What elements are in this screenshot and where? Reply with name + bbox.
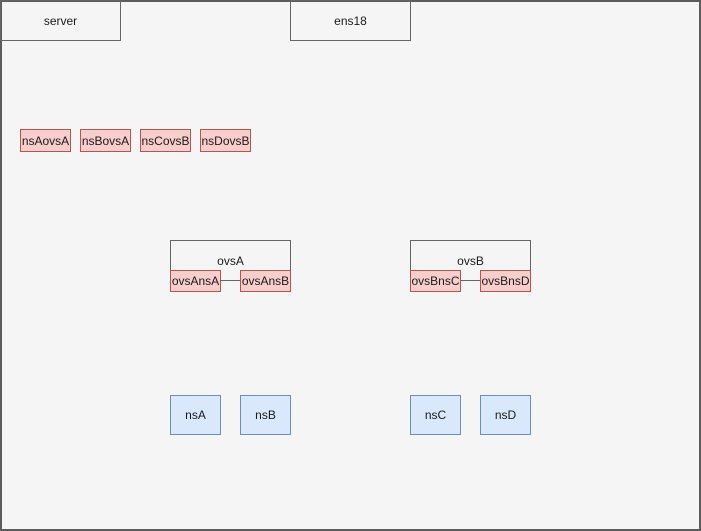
bridge-ovsB-label: ovsB bbox=[457, 253, 484, 268]
veth-endpoint-label: nsAovsA bbox=[21, 133, 70, 148]
server-node: server bbox=[0, 0, 121, 41]
bridge-port-label: ovsBnsC bbox=[411, 274, 460, 288]
veth-endpoint-nsAovsA: nsAovsA bbox=[20, 129, 71, 152]
namespace-nsD-node: nsD bbox=[480, 395, 531, 435]
bridge-ovsA-node: ovsA bbox=[170, 240, 291, 281]
veth-endpoint-nsCovsB: nsCovsB bbox=[140, 129, 191, 152]
bridge-port-ovsBnsD: ovsBnsD bbox=[480, 270, 531, 292]
namespace-label: nsB bbox=[255, 408, 276, 422]
bridge-port-ovsAnsB: ovsAnsB bbox=[240, 270, 291, 292]
bridge-port-ovsBnsC: ovsBnsC bbox=[410, 270, 461, 292]
veth-endpoint-nsDovsB: nsDovsB bbox=[200, 129, 251, 152]
namespace-label: nsC bbox=[424, 408, 447, 422]
ens18-nic-node: ens18 bbox=[290, 0, 411, 41]
bridge-port-label: ovsAnsB bbox=[241, 274, 290, 288]
veth-endpoint-nsBovsA: nsBovsA bbox=[80, 129, 131, 152]
namespace-label: nsA bbox=[185, 408, 206, 422]
bridge-ovsA-label: ovsA bbox=[217, 253, 244, 268]
bridge-ovsB-node: ovsB bbox=[410, 240, 531, 281]
bridge-port-ovsAnsA: ovsAnsA bbox=[170, 270, 221, 292]
server-label: server bbox=[43, 13, 78, 28]
namespace-nsC-node: nsC bbox=[410, 395, 461, 435]
veth-endpoint-label: nsBovsA bbox=[81, 133, 130, 148]
bridge-port-label: ovsBnsD bbox=[481, 274, 530, 288]
bridge-port-label: ovsAnsA bbox=[171, 274, 220, 288]
ens18-label: ens18 bbox=[334, 13, 367, 28]
namespace-nsB-node: nsB bbox=[240, 395, 291, 435]
veth-endpoint-label: nsCovsB bbox=[141, 133, 190, 148]
namespace-label: nsD bbox=[494, 408, 517, 422]
namespace-nsA-node: nsA bbox=[170, 395, 221, 435]
veth-endpoint-label: nsDovsB bbox=[201, 133, 250, 148]
